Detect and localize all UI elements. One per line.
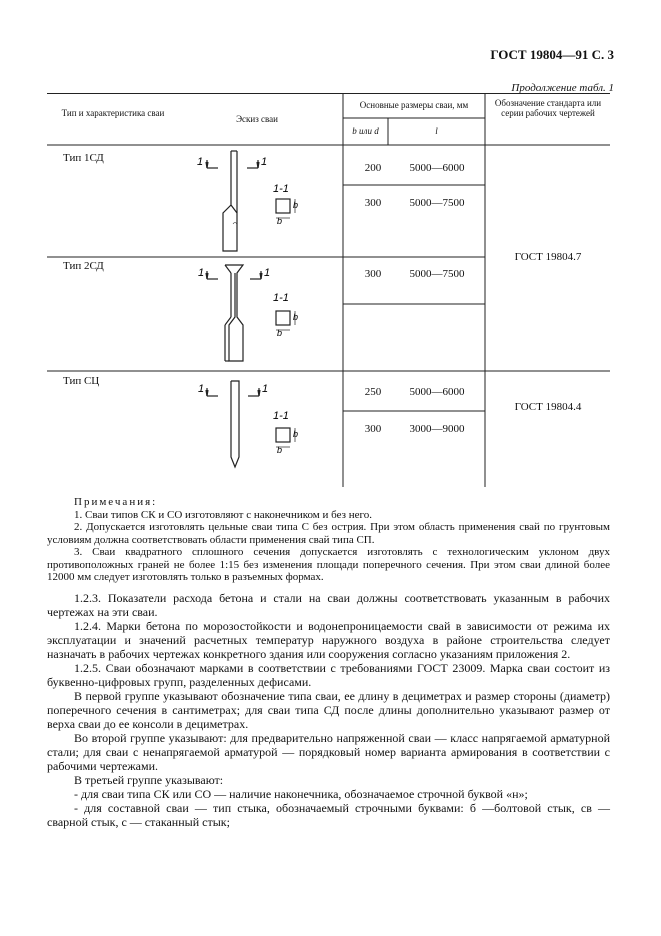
notes-title: Примечания: [74,496,158,508]
standard-19804-7: ГОСТ 19804.7 [514,251,582,263]
sketch3-dim-b: b [277,445,282,455]
sketch3-mark-left: 1 [198,383,204,395]
standard-19804-4: ГОСТ 19804.4 [514,401,582,413]
cell-l: 3000—9000 [409,423,465,435]
note-item: 3. Сваи квадратного сплошного сечения до… [47,546,610,583]
table-continuation: Продолжение табл. 1 [511,82,614,94]
pile-sketch-sc [205,380,296,469]
paragraph: - для сваи типа СК или СО — наличие нако… [74,787,528,801]
col-header-type: Тип и характеристика сваи [61,108,165,118]
col-header-dims: Основные размеры сваи, мм [359,100,469,110]
col-header-b: b или d [352,126,379,136]
sketch1-mark-right: 1 [261,156,267,168]
sketch3-section: 1-1 [273,410,289,422]
col-header-standard: Обозначение стандарта или серии рабочих … [494,98,602,118]
table-grid: 1 1 1-1 b b 1 1 1-1 b b [47,93,610,487]
paragraph: 1.2.5. Сваи обозначают марками в соответ… [47,661,610,689]
sketch1-mark-left: 1 [197,156,203,168]
cell-b: 300 [364,197,382,209]
paragraph: В первой группе указывают обозначение ти… [47,689,610,731]
sketch2-section: 1-1 [273,292,289,304]
sketch2-dim-b: b [277,328,282,338]
pile-sketch-1sd [205,150,296,252]
note-item: 2. Допускается изготовлять цельные сваи … [47,521,610,546]
sketch1-dim-b2: b [293,200,298,210]
cell-b: 250 [364,386,382,398]
row-type-sc: Тип СЦ [63,375,100,387]
cell-l: 5000—7500 [409,197,465,209]
note-item: 1. Сваи типов СК и СО изготовляют с нако… [74,508,372,521]
pile-sketch-2sd [205,264,296,362]
row-type-2sd: Тип 2СД [63,260,104,272]
sketch3-dim-b2: b [293,429,298,439]
sketch1-dim-b: b [277,216,282,226]
cell-l: 5000—6000 [409,162,465,174]
cell-b: 200 [364,162,382,174]
sketch1-section: 1-1 [273,183,289,195]
col-header-l: l [435,126,438,136]
paragraph: 1.2.4. Марки бетона по морозостойкости и… [47,619,610,661]
sketch2-mark-right: 1 [264,267,270,279]
table-notes: Примечания: 1. Сваи типов СК и СО изгото… [47,496,610,584]
cell-l: 5000—7500 [409,268,465,280]
cell-l: 5000—6000 [409,386,465,398]
cell-b: 300 [364,268,382,280]
paragraph: 1.2.3. Показатели расхода бетона и стали… [47,591,610,619]
sketch2-mark-left: 1 [198,267,204,279]
page-header: ГОСТ 19804—91 С. 3 [490,47,614,62]
col-header-sketch: Эскиз сваи [236,114,278,124]
sketch3-mark-right: 1 [262,383,268,395]
paragraph: В третьей группе указывают: [74,773,224,787]
piles-table: 1 1 1-1 b b 1 1 1-1 b b [47,93,610,487]
cell-b: 300 [364,423,382,435]
sketch2-dim-b2: b [293,312,298,322]
paragraph: - для составной сваи — тип стыка, обозна… [47,801,610,829]
paragraph: Во второй группе указывают: для предвари… [47,731,610,773]
body-text: 1.2.3. Показатели расхода бетона и стали… [47,591,610,829]
row-type-1sd: Тип 1СД [63,152,104,164]
